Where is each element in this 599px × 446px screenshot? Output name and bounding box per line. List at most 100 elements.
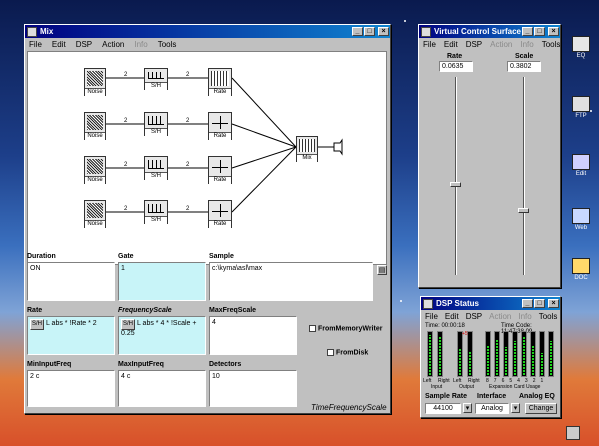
- noise-block[interactable]: Noise: [84, 200, 106, 228]
- mininputfreq-field[interactable]: 2 c: [27, 370, 115, 407]
- dsp-status-window: DSP Status _ □ × File Edit DSP Action In…: [420, 296, 561, 418]
- wire-label: 2: [124, 206, 128, 212]
- maxinputfreq-field[interactable]: 4 c: [118, 370, 206, 407]
- menu-info: Info: [134, 39, 148, 49]
- from-disk-checkbox[interactable]: FromDisk: [327, 349, 368, 356]
- menu-dsp[interactable]: DSP: [465, 39, 483, 49]
- menu-edit[interactable]: Edit: [443, 39, 458, 49]
- card-usage-meter: [539, 331, 545, 377]
- mix-titlebar[interactable]: Mix _ □ ×: [25, 25, 390, 38]
- rate-icon: [212, 116, 228, 129]
- noise-block[interactable]: Noise: [84, 68, 106, 96]
- sample-hold-block[interactable]: S/H: [144, 156, 168, 180]
- interface-dropdown[interactable]: ▾: [511, 403, 520, 413]
- clip-indicator: +5: [462, 331, 468, 337]
- menu-action: Action: [489, 311, 512, 321]
- wire-label: 2: [124, 72, 128, 78]
- mix-window: Mix _ □ × File Edit DSP Action Info Tool…: [24, 24, 391, 414]
- rate-value-field[interactable]: 0.0635: [439, 61, 473, 72]
- rate-field[interactable]: S/H L abs * !Rate * 2: [27, 316, 115, 355]
- rate-fader-label: Rate: [447, 53, 463, 60]
- vcs-titlebar[interactable]: Virtual Control Surface _ □ ×: [419, 25, 560, 38]
- interface-select[interactable]: Analog: [475, 403, 509, 414]
- dsp-titlebar[interactable]: DSP Status _ □ ×: [421, 297, 560, 310]
- desktop-icon-web[interactable]: Web: [566, 208, 596, 231]
- rate-fader-track[interactable]: [455, 77, 457, 275]
- menu-file[interactable]: File: [423, 39, 436, 49]
- star: [560, 60, 562, 62]
- checkbox-icon: [327, 349, 334, 356]
- maximize-button[interactable]: □: [364, 27, 375, 36]
- noise-icon: [87, 115, 103, 130]
- sample-hold-block[interactable]: S/H: [144, 68, 168, 90]
- menu-info: Info: [520, 39, 534, 49]
- desktop-icon-eq[interactable]: EQ: [566, 36, 596, 59]
- sample-rate-dropdown[interactable]: ▾: [463, 403, 472, 413]
- desktop-icon-ftp[interactable]: FTP: [566, 96, 596, 119]
- wire-label: 2: [186, 206, 190, 212]
- menu-tools[interactable]: Tools: [157, 39, 177, 49]
- card-usage-meter: [503, 331, 509, 377]
- change-button[interactable]: Change: [525, 403, 557, 414]
- close-button[interactable]: ×: [378, 27, 389, 36]
- sample-hold-block[interactable]: S/H: [144, 112, 168, 136]
- star: [400, 300, 402, 302]
- edit-icon: [572, 154, 590, 170]
- maximize-button[interactable]: □: [534, 299, 545, 308]
- scale-value-field[interactable]: 0.3802: [507, 61, 541, 72]
- menu-edit[interactable]: Edit: [51, 39, 66, 49]
- desktop-icon-doc[interactable]: DOC: [566, 258, 596, 281]
- chevron-down-icon: ▾: [465, 405, 470, 412]
- rate-block[interactable]: Rate: [208, 200, 232, 228]
- noise-icon: [87, 71, 103, 86]
- param-detectors: Detectors 10: [209, 361, 297, 407]
- detectors-field[interactable]: 10: [209, 370, 297, 407]
- window-title: Virtual Control Surface: [434, 27, 521, 36]
- rate-block[interactable]: Rate: [208, 156, 232, 184]
- gate-field[interactable]: 1: [118, 262, 206, 301]
- desktop-icon-edit[interactable]: Edit: [566, 154, 596, 177]
- sound-class-label: TimeFrequencyScale: [311, 403, 387, 412]
- card-usage-meter: [548, 331, 554, 377]
- rate-block[interactable]: Rate: [208, 68, 232, 96]
- scale-fader-track[interactable]: [523, 77, 525, 275]
- maximize-button[interactable]: □: [534, 27, 545, 36]
- input-right-meter: [437, 331, 443, 377]
- minimize-button[interactable]: _: [522, 27, 533, 36]
- menu-action[interactable]: Action: [102, 39, 125, 49]
- menu-edit[interactable]: Edit: [444, 311, 459, 321]
- menu-tools[interactable]: Tools: [538, 311, 558, 321]
- checkbox-icon: [309, 325, 316, 332]
- from-memory-writer-checkbox[interactable]: FromMemoryWriter: [309, 325, 382, 332]
- doc-icon: [572, 258, 590, 274]
- sample-hold-block[interactable]: S/H: [144, 200, 168, 224]
- maxfreqscale-field[interactable]: 4: [209, 316, 297, 355]
- frequencyscale-field[interactable]: S/H L abs * 4 * !Scale + 0.25: [118, 316, 206, 355]
- menu-dsp[interactable]: DSP: [75, 39, 93, 49]
- menu-file[interactable]: File: [29, 39, 42, 49]
- noise-block[interactable]: Noise: [84, 112, 106, 140]
- mix-block[interactable]: Mix: [296, 136, 318, 162]
- scale-fader-thumb[interactable]: [518, 207, 529, 213]
- sample-field[interactable]: c:\kyma\asl\max: [209, 262, 373, 301]
- minimize-button[interactable]: _: [352, 27, 363, 36]
- minimize-button[interactable]: _: [522, 299, 533, 308]
- duration-field[interactable]: ON: [27, 262, 115, 301]
- close-button[interactable]: ×: [548, 27, 559, 36]
- tray-icon[interactable]: [566, 426, 580, 440]
- rate-fader-thumb[interactable]: [450, 181, 461, 187]
- noise-block[interactable]: Noise: [84, 156, 106, 184]
- rate-block[interactable]: Rate: [208, 112, 232, 140]
- sh-badge: S/H: [121, 319, 136, 330]
- input-left-meter: [427, 331, 433, 377]
- sample-browse-button[interactable]: ▤: [377, 265, 387, 275]
- close-button[interactable]: ×: [548, 299, 559, 308]
- menu-file[interactable]: File: [425, 311, 438, 321]
- wire-label: 2: [186, 162, 190, 168]
- window-title: DSP Status: [436, 299, 479, 308]
- sample-rate-select[interactable]: 44100: [425, 403, 461, 414]
- menu-tools[interactable]: Tools: [541, 39, 561, 49]
- signal-flow-editor[interactable]: 2 2 2 2 2 2 2 2 Noise S/H Rate Noi: [27, 51, 387, 265]
- card-usage-meter: [530, 331, 536, 377]
- menu-dsp[interactable]: DSP: [465, 311, 483, 321]
